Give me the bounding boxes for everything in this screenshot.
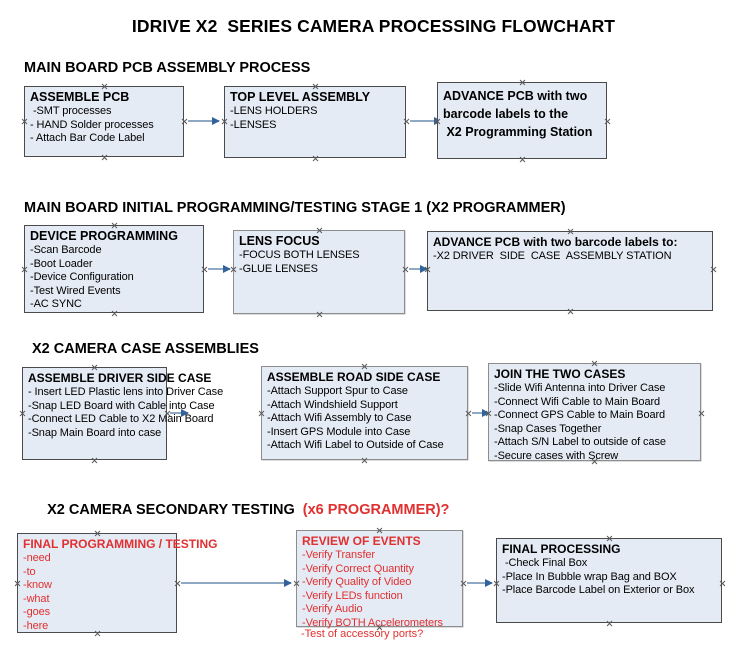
node-top-level-assembly[interactable]: TOP LEVEL ASSEMBLY -LENS HOLDERS -LENSES (224, 86, 406, 158)
node-line: -Connect GPS Cable to Main Board (494, 409, 666, 421)
node-line: -Verify Correct Quantity (302, 562, 414, 575)
node-line: -Attach S/N Label to outside of case (494, 436, 666, 448)
section-heading-main-board-initial-programming-testing-stage-1: MAIN BOARD INITIAL PROGRAMMING/TESTING S… (24, 200, 566, 216)
node-line: -Connect Wifi Cable to Main Board (494, 395, 661, 408)
node-line: -Attach Wifi Label to Outside of Case (267, 439, 444, 451)
node-line: -GLUE LENSES (239, 262, 318, 275)
page-title: IDRIVE X2 SERIES CAMERA PROCESSING FLOWC… (131, 16, 616, 36)
node-title: ASSEMBLE DRIVER SIDE CASE (28, 371, 212, 385)
section-heading-x2-camera-secondary-testing: X2 CAMERA SECONDARY TESTING (x6 PROGRAMM… (31, 486, 449, 534)
node-line: -SMT processes (30, 105, 112, 117)
node-line: -know (23, 579, 52, 591)
node-line: -Device Configuration (30, 271, 134, 283)
node-title: ADVANCE PCB with two barcode labels to: (433, 235, 678, 249)
section-heading-accent: (x6 PROGRAMMER)? (298, 502, 450, 518)
node-title: LENS FOCUS (239, 234, 320, 248)
node-line: -what (23, 592, 50, 605)
node-line: - Insert LED Plastic lens into Driver Ca… (28, 386, 224, 398)
node-line: -Place Barcode Label on Exterior or Box (502, 584, 695, 596)
node-line: -Verify LEDs function (302, 589, 403, 602)
node-title: REVIEW OF EVENTS (302, 534, 421, 548)
node-overflow-line: -Test of accessory ports? (301, 628, 424, 640)
node-line: -Secure cases with Screw (494, 449, 619, 462)
node-title: ADVANCE PCB with two (443, 89, 588, 103)
node-line: -need (23, 552, 51, 564)
node-line: - HAND Solder processes (30, 118, 154, 131)
node-line: -Boot Loader (30, 257, 93, 270)
node-assemble-pcb[interactable]: ASSEMBLE PCB -SMT processes - HAND Solde… (24, 86, 184, 157)
node-line: -Snap LED Board with Cable into Case (28, 399, 215, 412)
node-line: - Attach Bar Code Label (30, 132, 145, 144)
connector-device-programming-to-lens-focus (208, 265, 231, 273)
node-title: JOIN THE TWO CASES (494, 367, 626, 381)
node-title: TOP LEVEL ASSEMBLY (230, 90, 371, 104)
node-assemble-driver-side-case[interactable]: ASSEMBLE DRIVER SIDE CASE - Insert LED P… (22, 367, 224, 460)
connector-road-side-case-to-join-the-two-cases (472, 409, 490, 417)
node-line: -AC SYNC (30, 298, 82, 310)
node-line: -Test Wired Events (30, 284, 121, 297)
connector-review-of-events-to-final-processing (467, 579, 493, 587)
node-title: ASSEMBLE PCB (30, 90, 130, 104)
node-line: -Place In Bubble wrap Bag and BOX (502, 570, 677, 583)
node-line: -Slide Wifi Antenna into Driver Case (494, 382, 666, 394)
node-line: -FOCUS BOTH LENSES (239, 249, 360, 261)
section-heading-main-board-pcb-assembly-process: MAIN BOARD PCB ASSEMBLY PROCESS (24, 60, 311, 76)
node-line: -here (23, 619, 49, 632)
node-title: FINAL PROGRAMMING / TESTING (23, 537, 218, 551)
node-line: -Attach Windshield Support (267, 398, 398, 411)
node-line: -Scan Barcode (30, 244, 102, 256)
section-heading-text: X2 CAMERA SECONDARY TESTING (47, 502, 299, 518)
node-title: DEVICE PROGRAMMING (30, 229, 178, 243)
node-join-the-two-cases[interactable]: JOIN THE TWO CASES -Slide Wifi Antenna i… (488, 363, 701, 462)
node-assemble-road-side-case[interactable]: ASSEMBLE ROAD SIDE CASE -Attach Support … (261, 366, 468, 460)
node-line: -Insert GPS Module into Case (267, 425, 411, 438)
node-line: -to (23, 565, 36, 578)
node-line: -Verify Audio (302, 603, 363, 615)
node-line: -Verify BOTH Accelerometers (302, 616, 443, 629)
node-lens-focus[interactable]: LENS FOCUS -FOCUS BOTH LENSES -GLUE LENS… (233, 230, 405, 314)
node-review-of-events[interactable]: REVIEW OF EVENTS -Verify Transfer -Verif… (296, 530, 463, 629)
node-line: -Attach Wifi Assembly to Case (267, 412, 412, 424)
connector-lens-focus-to-advance-pcb (409, 265, 428, 273)
node-advance-pcb-to-x2-programming-station[interactable]: ADVANCE PCB with two barcode labels to t… (437, 82, 607, 159)
node-line: -Check Final Box (502, 557, 588, 569)
node-line: -LENS HOLDERS (230, 105, 318, 117)
node-line: -LENSES (230, 118, 277, 131)
node-line: -Verify Quality of Video (302, 576, 412, 588)
node-final-processing[interactable]: FINAL PROCESSING -Check Final Box -Place… (496, 538, 722, 623)
node-line: -Attach Support Spur to Case (267, 385, 408, 397)
node-line: -goes (23, 606, 51, 618)
node-line: -Verify Transfer (302, 549, 375, 561)
connector-driver-side-case-to-road-side-case (170, 409, 189, 417)
node-line: -Connect LED Cable to X2 Main Board (28, 413, 214, 425)
node-line: -X2 DRIVER SIDE CASE ASSEMBLY STATION (433, 250, 672, 262)
connector-assemble-pcb-to-top-level-assembly (188, 117, 220, 125)
node-final-programming-testing[interactable]: FINAL PROGRAMMING / TESTING -need -to -k… (17, 533, 218, 633)
node-device-programming[interactable]: DEVICE PROGRAMMING -Scan Barcode -Boot L… (24, 225, 204, 313)
connector-final-programming-to-review-of-events (181, 579, 292, 587)
node-line: X2 Programming Station (443, 125, 593, 139)
node-line: -Snap Main Board into case (28, 426, 162, 439)
node-line: -Snap Cases Together (494, 422, 602, 435)
section-heading-x2-camera-case-assemblies: X2 CAMERA CASE ASSEMBLIES (32, 341, 259, 357)
node-advance-pcb-to-driver-side-case-assembly-station[interactable]: ADVANCE PCB with two barcode labels to: … (427, 231, 713, 311)
node-line: barcode labels to the (443, 107, 569, 121)
node-title: FINAL PROCESSING (502, 542, 621, 556)
node-title: ASSEMBLE ROAD SIDE CASE (267, 370, 441, 384)
